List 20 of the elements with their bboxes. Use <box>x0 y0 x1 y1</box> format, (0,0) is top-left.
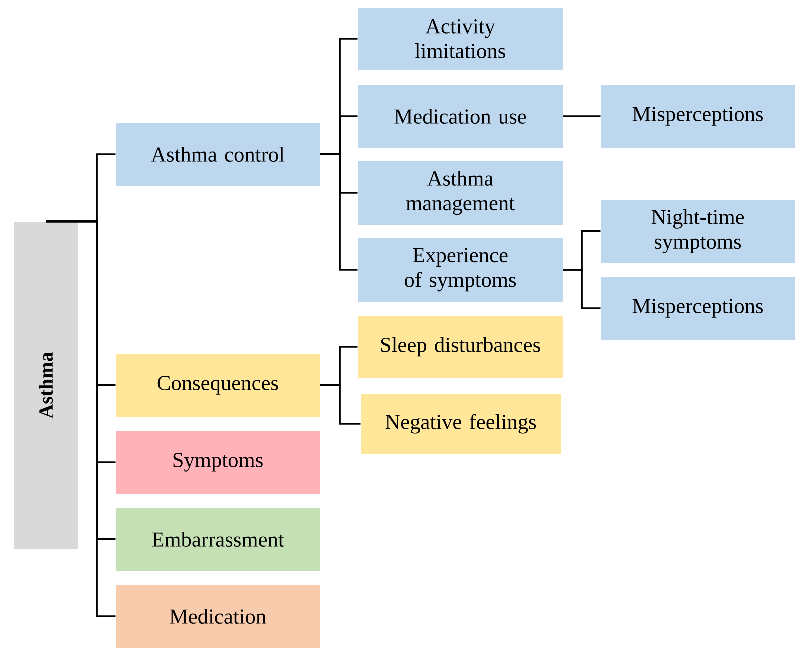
topic-box: Negative feelings <box>361 394 561 454</box>
connector-line <box>563 116 601 118</box>
topic-box: Consequences <box>116 354 320 417</box>
topic-box: Misperceptions <box>601 85 795 148</box>
category-box: Asthma <box>14 222 78 549</box>
topic-box: Misperceptions <box>601 277 795 340</box>
topic-box: Activity limitations <box>358 8 564 70</box>
topic-box: Medication use <box>358 85 564 148</box>
topic-box: Embarrassment <box>116 508 320 571</box>
topic-box: Night-time symptoms <box>601 200 795 263</box>
connector-line <box>320 154 358 271</box>
topic-box: Medication <box>116 585 320 648</box>
topic-box: Symptoms <box>116 431 320 494</box>
connector-line <box>320 384 361 425</box>
topic-box: Asthma control <box>116 123 320 186</box>
topic-box: Experience of symptoms <box>358 238 564 302</box>
topic-box: Asthma management <box>358 161 564 225</box>
connector-line <box>563 269 601 310</box>
connector-line <box>46 220 116 618</box>
topic-box: Sleep disturbances <box>358 316 564 378</box>
